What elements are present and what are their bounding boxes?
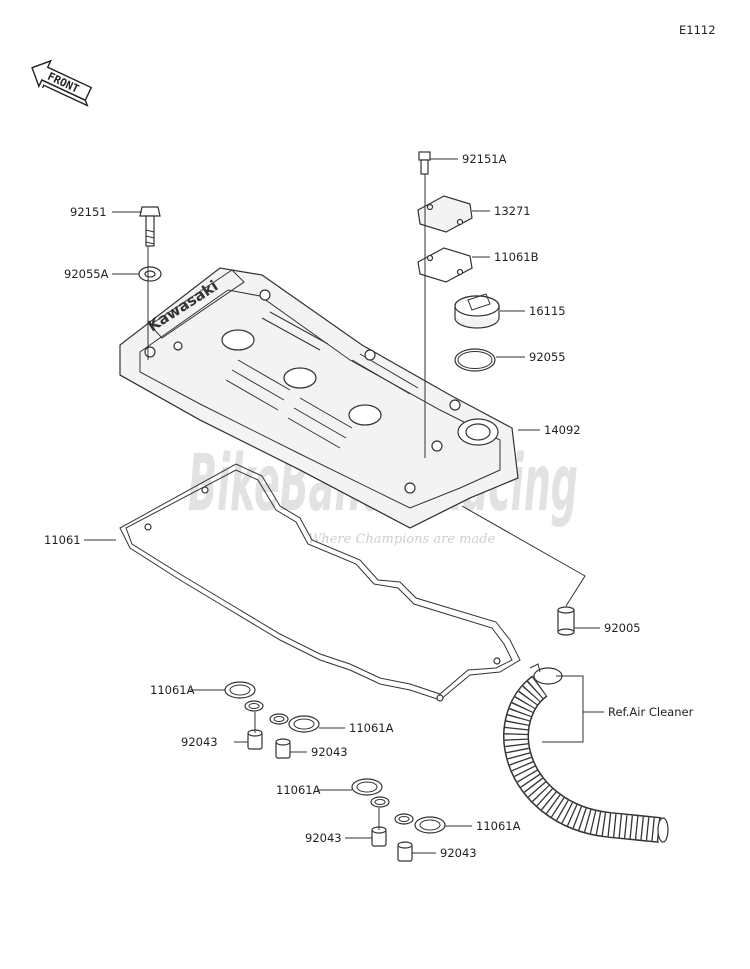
- callout-92043-4: 92043: [440, 846, 477, 860]
- callout-labels: 92151A 13271 11061B 16115 92055 14092 92…: [44, 152, 694, 860]
- breather-hose: [503, 675, 669, 843]
- callout-92055A: 92055A: [64, 267, 109, 281]
- callout-11061B: 11061B: [494, 250, 539, 264]
- callout-11061A-4: 11061A: [476, 819, 521, 833]
- callout-92055: 92055: [529, 350, 566, 364]
- front-arrow-icon: FRONT: [31, 59, 93, 107]
- callout-11061A-3: 11061A: [276, 783, 321, 797]
- cover-ribs: [225, 311, 419, 449]
- callout-92005: 92005: [604, 621, 641, 635]
- bolt-92151: [139, 206, 161, 247]
- callout-16115: 16115: [529, 304, 566, 318]
- callout-13271: 13271: [494, 204, 531, 218]
- diagram-code: E1112: [679, 23, 716, 37]
- cover-plate-13271: [417, 195, 473, 233]
- front-label: FRONT: [45, 70, 81, 96]
- seal-set-2: [269, 713, 320, 759]
- callout-ref-air-cleaner: Ref.Air Cleaner: [608, 705, 694, 719]
- callout-92043-1: 92043: [181, 735, 218, 749]
- o-ring-92055: [454, 348, 496, 372]
- callout-14092: 14092: [544, 423, 581, 437]
- bolt-92151A: [418, 151, 431, 175]
- watermark-tagline: Where Champions are made: [308, 532, 496, 547]
- seal-set-3: [351, 778, 390, 847]
- callout-11061A-2: 11061A: [349, 721, 394, 735]
- leader-lines: [84, 158, 604, 854]
- fitting-92005: [557, 606, 575, 636]
- callout-11061A-1: 11061A: [150, 683, 195, 697]
- callout-92043-2: 92043: [311, 745, 348, 759]
- callout-92151: 92151: [70, 205, 107, 219]
- cover-gasket-11061: [119, 463, 521, 702]
- callout-92151A: 92151A: [462, 152, 507, 166]
- washer-92055A: [138, 266, 162, 282]
- plate-gasket-11061B: [417, 247, 473, 283]
- callout-92043-3: 92043: [305, 831, 342, 845]
- seal-set-1: [224, 681, 264, 750]
- oil-filler-cap-16115: [454, 293, 500, 329]
- seal-set-4: [394, 813, 446, 862]
- callout-11061: 11061: [44, 533, 81, 547]
